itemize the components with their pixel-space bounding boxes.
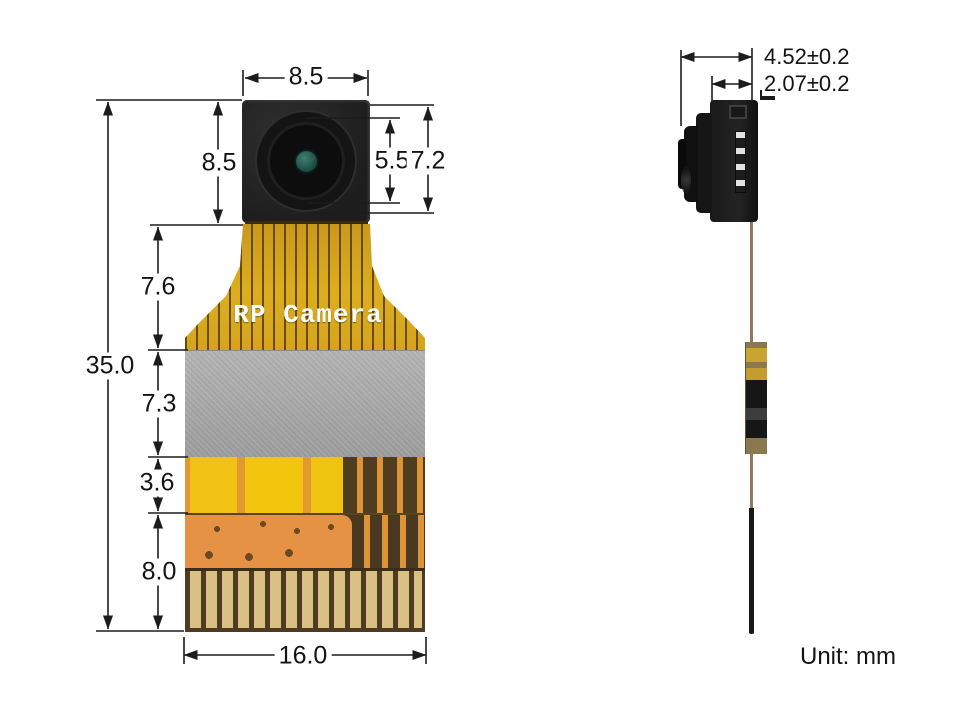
- copper-block: [185, 515, 352, 568]
- copper-pad-area: [185, 513, 425, 568]
- copper-trace-strip: [352, 515, 425, 568]
- dim-label-connector-height: 8.0: [137, 558, 181, 586]
- side-solder-contacts: [735, 131, 746, 193]
- side-connector-tail: [749, 508, 754, 634]
- dim-label-lens-depth: 2.07±0.2: [762, 71, 852, 96]
- flex-dark-traces: [343, 457, 425, 513]
- lens-aperture: [294, 149, 319, 174]
- dim-label-total-height: 35.0: [81, 352, 139, 380]
- dim-label-connector-width: 16.0: [274, 642, 332, 670]
- side-lens-barrel-step1: [696, 113, 712, 213]
- camera-module-side: [710, 100, 758, 222]
- side-flex-cable-upper: [750, 222, 753, 342]
- side-lens-barrel-step3: [678, 139, 686, 189]
- side-component-cluster: [745, 342, 767, 454]
- dim-label-module-width: 8.5: [284, 63, 328, 91]
- dim-label-neck-height: 7.6: [136, 273, 180, 301]
- dim-label-stiffener-height: 7.3: [137, 390, 181, 418]
- side-back-slot: [729, 105, 747, 119]
- side-lens-glint: [681, 166, 691, 194]
- gold-finger-contacts: [185, 568, 425, 632]
- stiffener-plate: [185, 350, 425, 458]
- flex-yellow-panels: [185, 457, 343, 513]
- unit-note: Unit: mm: [800, 643, 896, 671]
- side-flex-cable-lower: [750, 454, 753, 510]
- dim-label-module-depth: 4.52±0.2: [762, 44, 852, 69]
- dim-label-module-height: 8.5: [197, 149, 241, 177]
- dim-label-trace-band-height: 3.6: [135, 469, 179, 497]
- extension-lines: [96, 48, 753, 664]
- dim-label-housing-height: 7.2: [406, 147, 450, 175]
- flex-trace-band: [185, 457, 425, 513]
- flex-print-label: RP Camera: [233, 300, 383, 330]
